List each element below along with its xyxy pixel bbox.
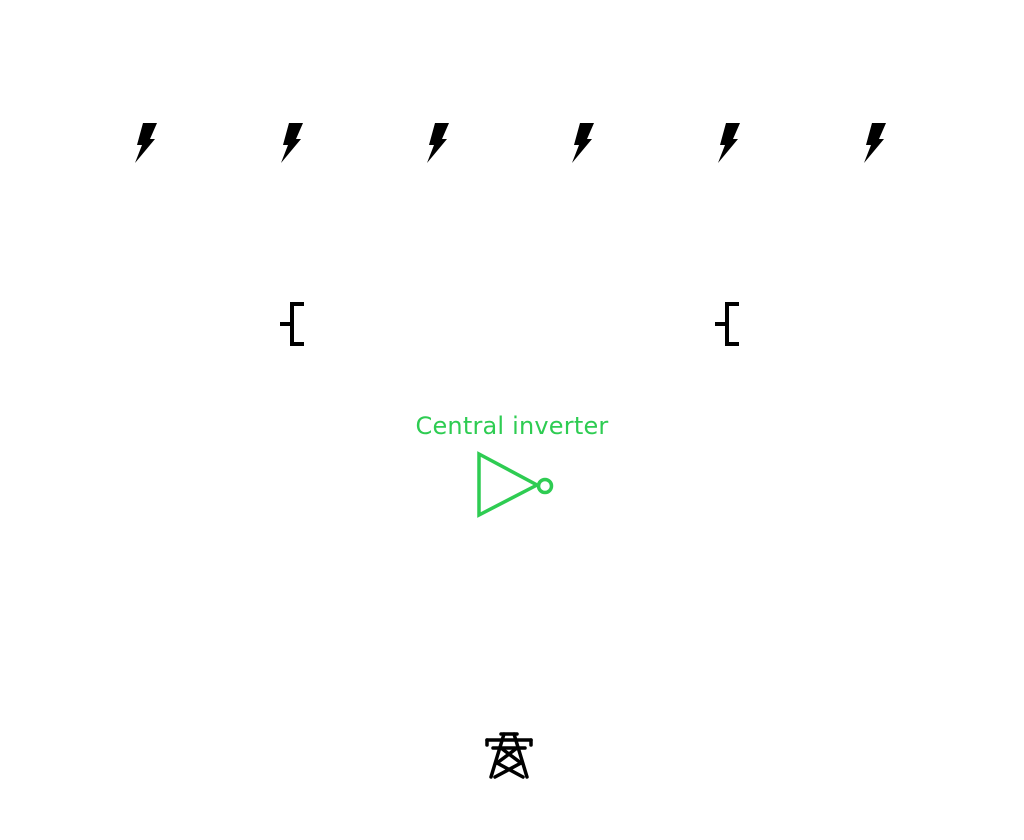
lightning-bolt-icon (864, 123, 886, 163)
combiner-box-icon (280, 302, 304, 346)
lightning-bolt-icon (718, 123, 740, 163)
lightning-bolt-icon (281, 123, 303, 163)
source-row (135, 123, 886, 163)
combiner-box-icon (715, 302, 739, 346)
lightning-bolt-icon (572, 123, 594, 163)
lightning-bolt-icon (427, 123, 449, 163)
combiner-row (280, 302, 739, 346)
inverter-label: Central inverter (415, 412, 609, 440)
transmission-tower-icon (485, 732, 533, 779)
inverter-icon (477, 451, 554, 518)
lightning-bolt-icon (135, 123, 157, 163)
